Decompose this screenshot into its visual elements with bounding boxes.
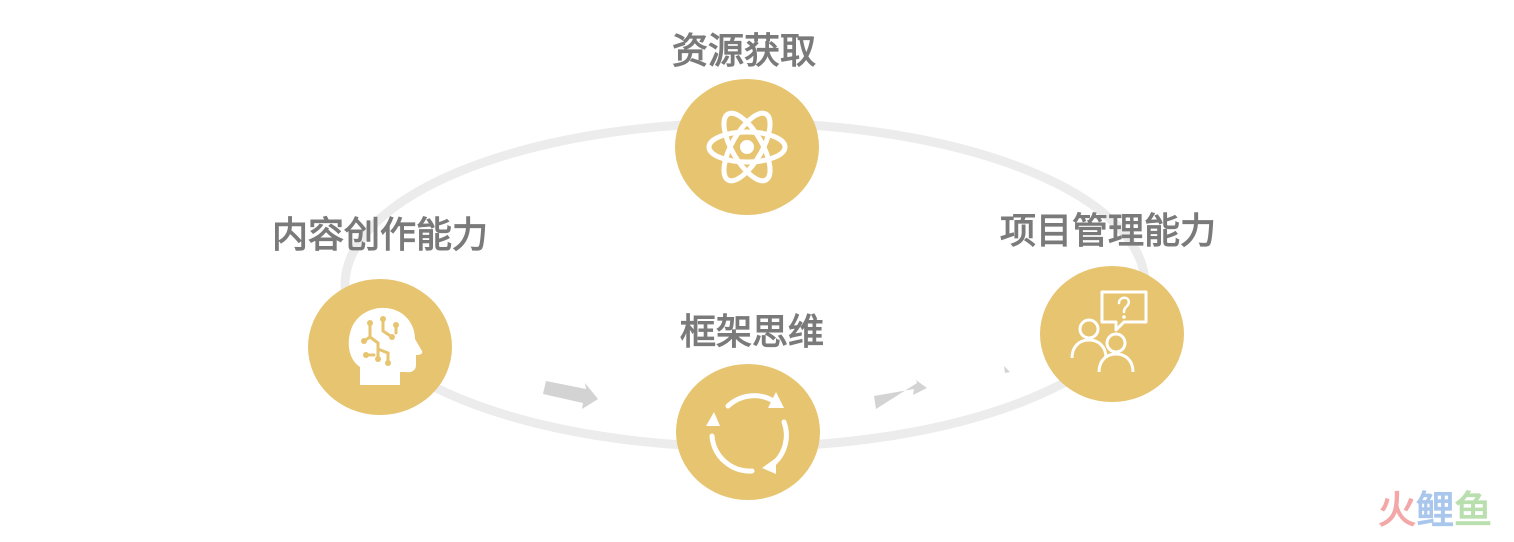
watermark-logo: 火鲤鱼 [1378,479,1492,534]
node-project-management [1040,266,1184,402]
cycle-arrows-icon [706,392,789,474]
arrow-left [543,381,598,409]
watermark-char-3: 鱼 [1453,488,1492,532]
label-content-creation: 内容创作能力 [271,215,489,256]
watermark-char-2: 鲤 [1415,488,1454,532]
label-resource-acquisition: 资源获取 [671,31,817,72]
label-project-management: 项目管理能力 [999,211,1217,252]
ring-tick [1004,366,1010,373]
brain-head-icon [348,307,423,385]
watermark-char-1: 火 [1377,488,1416,532]
arrow-right [874,380,927,409]
node-framework-thinking [676,364,820,500]
node-resource-acquisition [675,79,819,215]
atom-icon [706,110,788,184]
node-content-creation [308,279,452,415]
label-framework-thinking: 框架思维 [679,312,825,353]
discussion-icon [1070,290,1148,373]
